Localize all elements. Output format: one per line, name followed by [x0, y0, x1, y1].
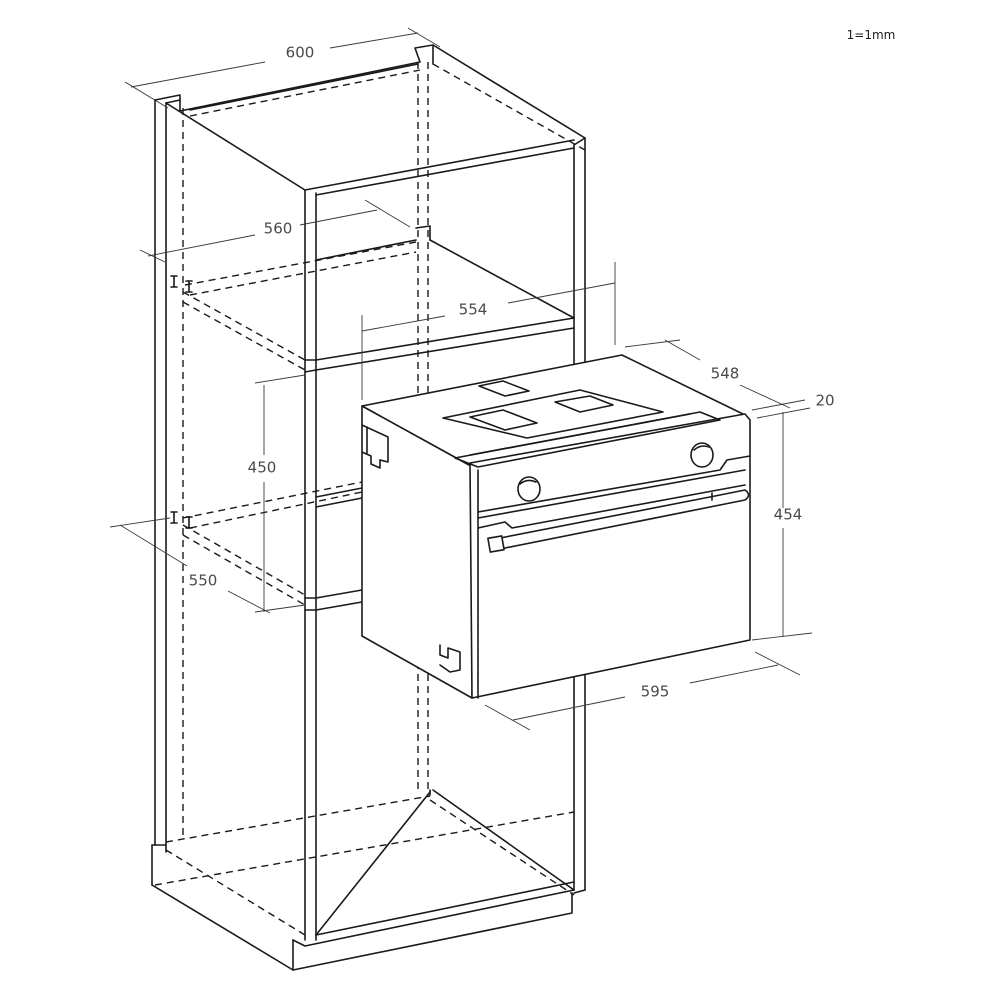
- dim-label-outer-width: 600: [285, 43, 315, 62]
- oven-knob-right: [690, 442, 714, 468]
- dimension-lines: [109, 27, 813, 731]
- dim-label-front-width: 595: [640, 682, 670, 701]
- oven-knob-left: [517, 476, 541, 502]
- scale-note: 1=1mm: [846, 28, 896, 42]
- dim-label-chassis-width: 554: [458, 300, 488, 319]
- dim-label-niche-height: 450: [247, 458, 277, 477]
- dim-label-front-height: 454: [773, 505, 803, 524]
- tall-cabinet: [151, 44, 586, 971]
- oven-door-handle: [487, 489, 750, 553]
- dim-label-niche-depth: 550: [188, 571, 218, 590]
- oven: [361, 354, 751, 699]
- dim-label-inner-width: 560: [263, 219, 293, 238]
- dim-label-front-panel-thickness: 20: [815, 391, 835, 410]
- dim-label-chassis-depth: 548: [710, 364, 740, 383]
